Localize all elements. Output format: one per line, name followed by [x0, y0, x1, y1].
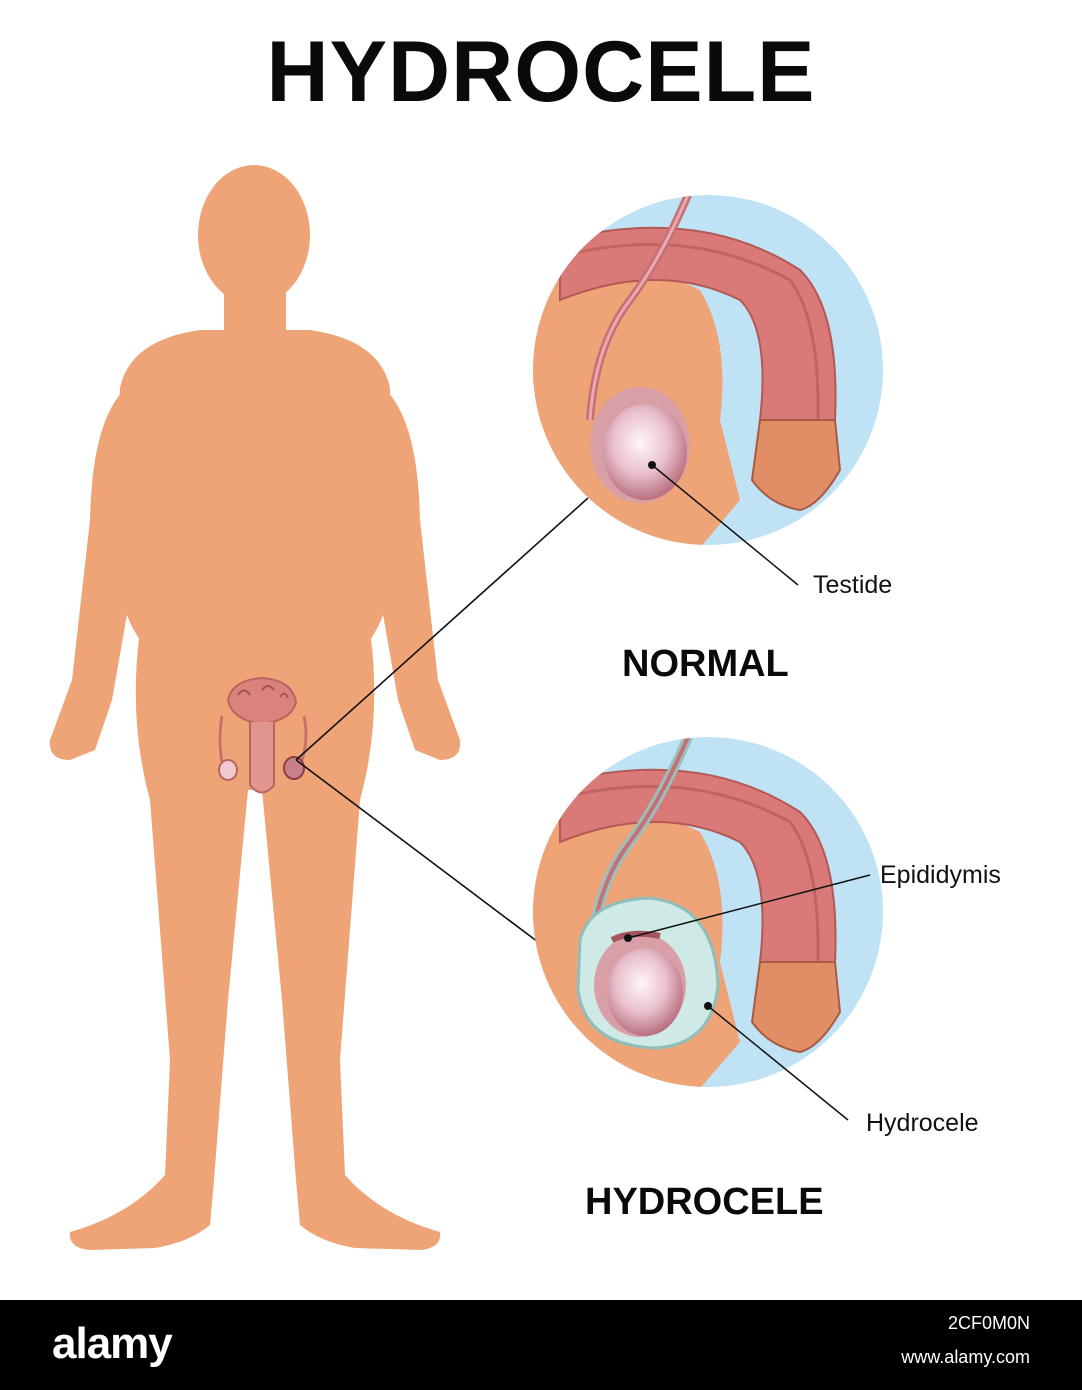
section-normal: NORMAL [622, 643, 789, 685]
brand-logo: alamy [52, 1319, 173, 1368]
label-leaders [624, 461, 871, 1121]
human-body-silhouette [49, 165, 461, 1250]
stock-footer-bar: alamy 2CF0M0N www.alamy.com [0, 1300, 1082, 1390]
label-testide: Testide [813, 571, 893, 599]
site-url: www.alamy.com [901, 1347, 1030, 1367]
section-hydrocele: HYDROCELE [585, 1181, 824, 1223]
connector-lines [295, 497, 589, 943]
label-epididymis: Epididymis [880, 861, 1001, 889]
label-hydrocele: Hydrocele [866, 1109, 979, 1137]
hydrocele-diagram [49, 165, 883, 1250]
page-title: HYDROCELE [266, 24, 816, 120]
image-id: 2CF0M0N [947, 1313, 1030, 1333]
